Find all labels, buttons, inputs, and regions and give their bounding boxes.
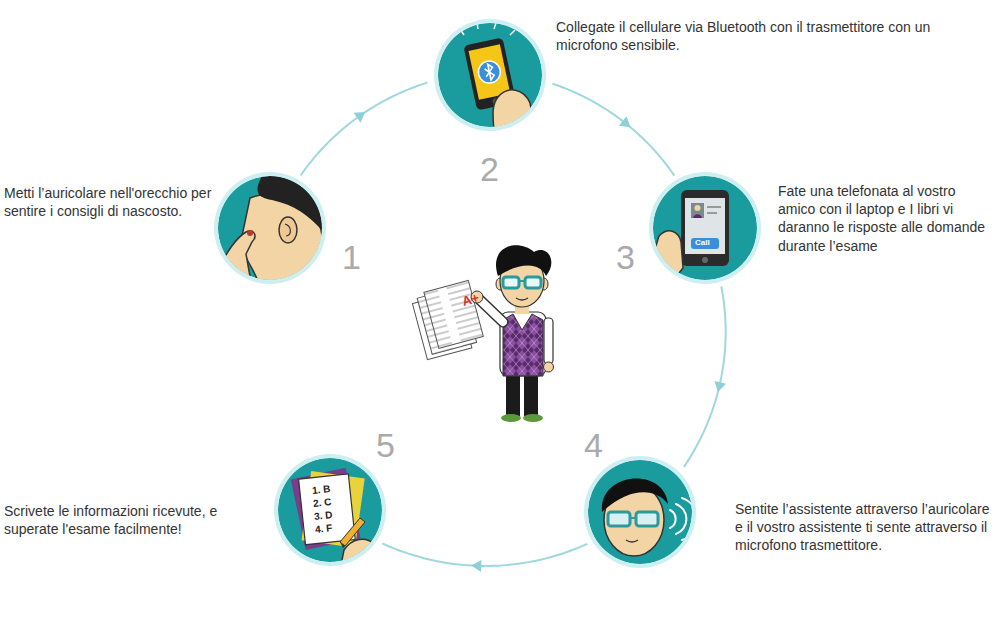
step-circle: Fate una telefonata al vostro amico con … [653,176,757,280]
bluetooth-phone-icon [460,23,536,135]
arrowhead [354,112,366,123]
step-circle: Sentite l’assistente attraverso l’aurico… [588,460,692,564]
step-number: 5 [376,428,406,462]
step-number: 2 [480,152,510,186]
step-description: Scrivete le informazioni ricevute, e sup… [4,502,259,538]
answer-entry: 4. F [314,522,332,535]
arrowhead [619,116,631,127]
circle-grounds [218,23,757,564]
step-circle: Collegate il cellulare via Bluetooth con… [438,23,542,127]
step-description: Collegate il cellulare via Bluetooth con… [556,18,966,54]
call-phone-icon [643,190,729,288]
flow-arrow [552,84,674,176]
ear-icon [214,176,330,288]
answer-entry: 2. C [312,496,331,509]
student-figure [410,245,553,422]
step-number: 4 [584,428,614,462]
step-description: Fate una telefonata al vostro amico con … [778,182,993,255]
connector-line [552,84,674,176]
step-number: 1 [342,240,372,274]
step-description: Sentite l’assistente attraverso l’aurico… [735,500,990,555]
answer-entry: 3. D [313,509,332,522]
flow-arrow [382,543,587,572]
step-number: 3 [616,240,646,274]
grade-mark: A+ [460,290,480,309]
flow-arrow [301,83,428,176]
connector-line [684,286,726,466]
connector-line [301,83,428,176]
step-circle: Metti l’auricolare nell'orecchio per sen… [218,176,322,280]
flow-arrow [684,286,726,466]
connector-line [382,543,587,566]
step-description: Metti l’auricolare nell'orecchio per sen… [4,184,219,220]
call-button-label: Call [695,238,710,247]
answer-entry: 1. B [311,483,330,496]
answer-sheet-icon [291,468,380,570]
arrowhead [471,560,481,572]
arrowhead [714,381,726,392]
assistant-icon [602,479,698,556]
